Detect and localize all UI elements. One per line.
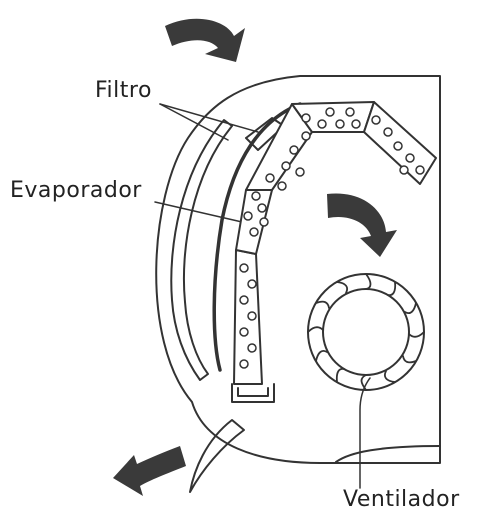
fan-leader-line: [359, 377, 371, 489]
front-panel-guide: [170, 119, 233, 381]
unit-housing: [155, 75, 441, 464]
evaporator-leader-line: [154, 201, 243, 223]
louver-flap: [189, 419, 245, 493]
fan-wheel: [307, 273, 425, 391]
filter-line: [212, 102, 302, 372]
airflow-arrows: [113, 18, 397, 496]
filter-label: Filtro: [95, 78, 152, 103]
coil-tubes: [239, 107, 425, 369]
fan-label: Ventilador: [343, 487, 460, 512]
internal-airflow-arrow-icon: [327, 193, 397, 257]
air-outlet-arrow-icon: [113, 446, 186, 496]
air-intake-arrow-icon: [165, 18, 245, 62]
evaporator-label: Evaporador: [10, 178, 142, 203]
filter-leader-lines: [159, 103, 259, 141]
housing-bottom-curve: [335, 445, 441, 463]
drain-pan: [231, 383, 275, 403]
